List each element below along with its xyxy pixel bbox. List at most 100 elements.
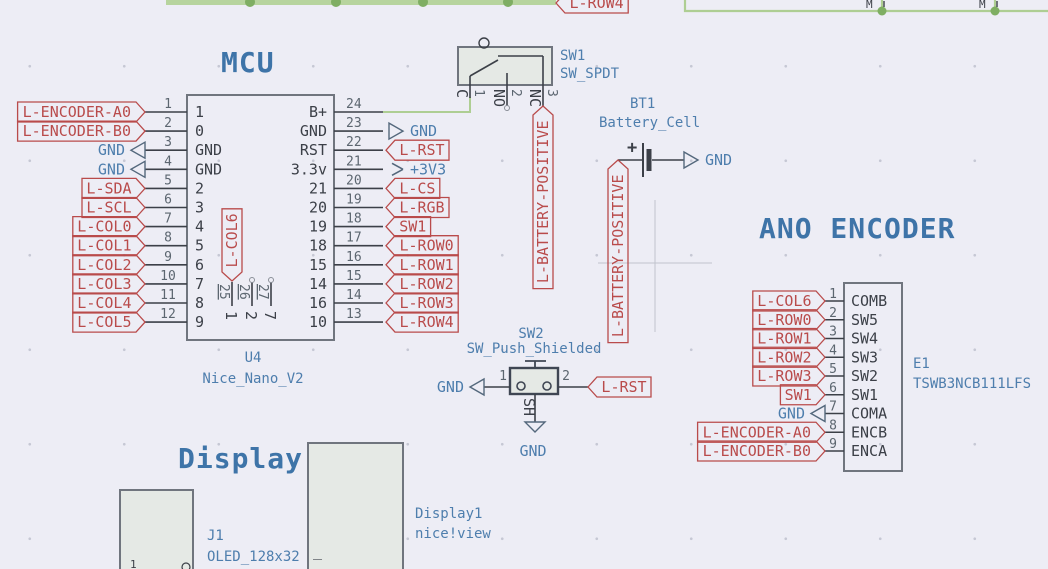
- hier-label-text[interactable]: L-ROW0: [400, 237, 454, 255]
- j1-ref[interactable]: J1: [207, 528, 224, 544]
- hier-label-l-rgb[interactable]: [385, 196, 450, 219]
- hier-label-sw1[interactable]: [779, 384, 826, 406]
- hier-label-text[interactable]: L-ENCODER-B0: [23, 122, 131, 140]
- hier-label-text[interactable]: L-ROW4: [400, 313, 454, 331]
- sw1-ref[interactable]: SW1: [560, 48, 585, 64]
- hier-label-text[interactable]: L-ROW0: [757, 311, 811, 329]
- hier-label-l-col3[interactable]: [72, 273, 146, 295]
- hier-label-l-row3[interactable]: [385, 292, 459, 314]
- hier-label-l-col5[interactable]: [72, 311, 146, 333]
- hier-label-text[interactable]: SW1: [785, 386, 812, 404]
- hier-label-l-rst[interactable]: [385, 139, 450, 161]
- hier-label-text[interactable]: L-ROW2: [400, 275, 454, 293]
- hier-label-l-cs[interactable]: [385, 177, 441, 200]
- gnd-label-text[interactable]: GND: [705, 151, 732, 169]
- hier-label-text[interactable]: L-ROW3: [400, 294, 454, 312]
- gnd-label-text[interactable]: GND: [98, 160, 125, 178]
- hier-label-text[interactable]: L-COL6: [223, 213, 241, 267]
- hier-label-l-row4[interactable]: [385, 311, 459, 333]
- hier-label-text[interactable]: L-BATTERY-POSITIVE: [534, 121, 552, 284]
- j1-value[interactable]: OLED_128x32: [207, 549, 300, 565]
- gnd-label-text[interactable]: GND: [778, 405, 805, 423]
- battery-value[interactable]: Battery_Cell: [599, 115, 700, 131]
- wire[interactable]: [683, 0, 1048, 13]
- gnd-label-text[interactable]: GND: [519, 442, 546, 460]
- gnd-label-text[interactable]: GND: [98, 141, 125, 159]
- gnd-power-icon[interactable]: [523, 421, 547, 433]
- hier-label-text[interactable]: L-RST: [601, 378, 646, 396]
- mcu-ref[interactable]: U4: [245, 350, 262, 366]
- hier-label-text[interactable]: L-ENCODER-A0: [703, 423, 811, 441]
- sw2-ref[interactable]: SW2: [518, 326, 543, 342]
- hier-label-l-encoder-a0[interactable]: [16, 101, 146, 123]
- mcu-body[interactable]: [186, 94, 335, 341]
- hier-label-l-col4[interactable]: [72, 292, 146, 314]
- hier-label-text[interactable]: L-COL6: [757, 292, 811, 310]
- hier-label-l-encoder-b0[interactable]: [16, 120, 146, 142]
- hier-label-l-encoder-a0[interactable]: [696, 421, 826, 443]
- sw1-value[interactable]: SW_SPDT: [560, 66, 620, 82]
- display1-ref[interactable]: Display1: [415, 506, 482, 522]
- hier-label-sw1[interactable]: [385, 215, 432, 238]
- hier-label-text[interactable]: SW1: [399, 218, 426, 236]
- hier-label-l-scl[interactable]: [81, 196, 146, 219]
- hier-label-text[interactable]: L-COL1: [77, 237, 131, 255]
- hier-label-l-battery-positive[interactable]: [607, 159, 629, 344]
- gnd-global-label[interactable]: [468, 377, 485, 397]
- hier-label-l-row2[interactable]: [385, 273, 459, 295]
- hier-label-l-col2[interactable]: [72, 254, 146, 276]
- mcu-value[interactable]: Nice_Nano_V2: [202, 371, 303, 387]
- hier-label-l-col6[interactable]: [752, 290, 826, 312]
- hier-label-l-col1[interactable]: [72, 235, 146, 257]
- hier-label-text[interactable]: L-CS: [399, 179, 435, 197]
- power-label-text[interactable]: +3V3: [410, 160, 446, 178]
- hier-label-text[interactable]: L-RST: [399, 141, 444, 159]
- oled-connector-body[interactable]: [119, 489, 194, 569]
- hier-label-l-row0[interactable]: [752, 309, 826, 331]
- hier-label-text[interactable]: L-ROW1: [757, 330, 811, 348]
- hier-label-l-col6[interactable]: [221, 208, 243, 282]
- hier-label-text[interactable]: L-COL0: [77, 218, 131, 236]
- encoder-ref[interactable]: E1: [913, 356, 930, 372]
- hier-label-text[interactable]: L-ROW1: [400, 256, 454, 274]
- battery-ref[interactable]: BT1: [630, 96, 655, 112]
- hier-label-text[interactable]: L-COL2: [77, 256, 131, 274]
- display1-value[interactable]: nice!view: [415, 526, 491, 542]
- gnd-global-label[interactable]: [388, 121, 405, 141]
- hier-label-text[interactable]: L-ROW3: [757, 367, 811, 385]
- hier-label-l-battery-positive[interactable]: [532, 105, 554, 290]
- hier-label-text[interactable]: L-COL5: [77, 313, 131, 331]
- hier-label-text[interactable]: L-BATTERY-POSITIVE: [609, 175, 627, 338]
- hier-label-l-row4[interactable]: [555, 0, 629, 14]
- hier-label-text[interactable]: L-ENCODER-A0: [23, 103, 131, 121]
- hier-label-text[interactable]: L-ROW4: [570, 0, 624, 12]
- hier-label-text[interactable]: L-COL4: [77, 294, 131, 312]
- section-title-encoder[interactable]: ANO ENCODER: [759, 212, 956, 245]
- encoder-value[interactable]: TSWB3NCB111LFS: [913, 376, 1031, 392]
- section-title-mcu[interactable]: MCU: [221, 46, 275, 79]
- power-arrow-icon[interactable]: [391, 162, 404, 171]
- sw1-body[interactable]: [457, 46, 553, 86]
- hier-label-text[interactable]: L-COL3: [77, 275, 131, 293]
- gnd-label-text[interactable]: GND: [437, 378, 464, 396]
- power-arrow-icon[interactable]: [391, 168, 404, 177]
- section-title-display[interactable]: Display: [178, 442, 304, 475]
- hier-label-text[interactable]: L-ENCODER-B0: [703, 442, 811, 460]
- sw2-body[interactable]: [508, 366, 560, 396]
- encoder-body[interactable]: [843, 282, 903, 472]
- hier-label-l-rst[interactable]: [587, 376, 652, 398]
- hier-label-l-col0[interactable]: [72, 215, 146, 238]
- hier-label-text[interactable]: L-SCL: [86, 199, 131, 217]
- gnd-label-text[interactable]: GND: [410, 122, 437, 140]
- niceview-body[interactable]: [307, 442, 404, 569]
- hier-label-text[interactable]: L-RGB: [399, 199, 444, 217]
- gnd-global-label[interactable]: [129, 160, 146, 179]
- wire[interactable]: [383, 97, 471, 113]
- hier-label-l-row1[interactable]: [752, 327, 826, 350]
- hier-label-text[interactable]: L-ROW2: [757, 348, 811, 366]
- gnd-global-label[interactable]: [129, 140, 146, 160]
- hier-label-text[interactable]: L-SDA: [86, 179, 131, 197]
- sw2-value[interactable]: SW_Push_Shielded: [467, 341, 602, 357]
- hier-label-l-encoder-b0[interactable]: [696, 440, 826, 462]
